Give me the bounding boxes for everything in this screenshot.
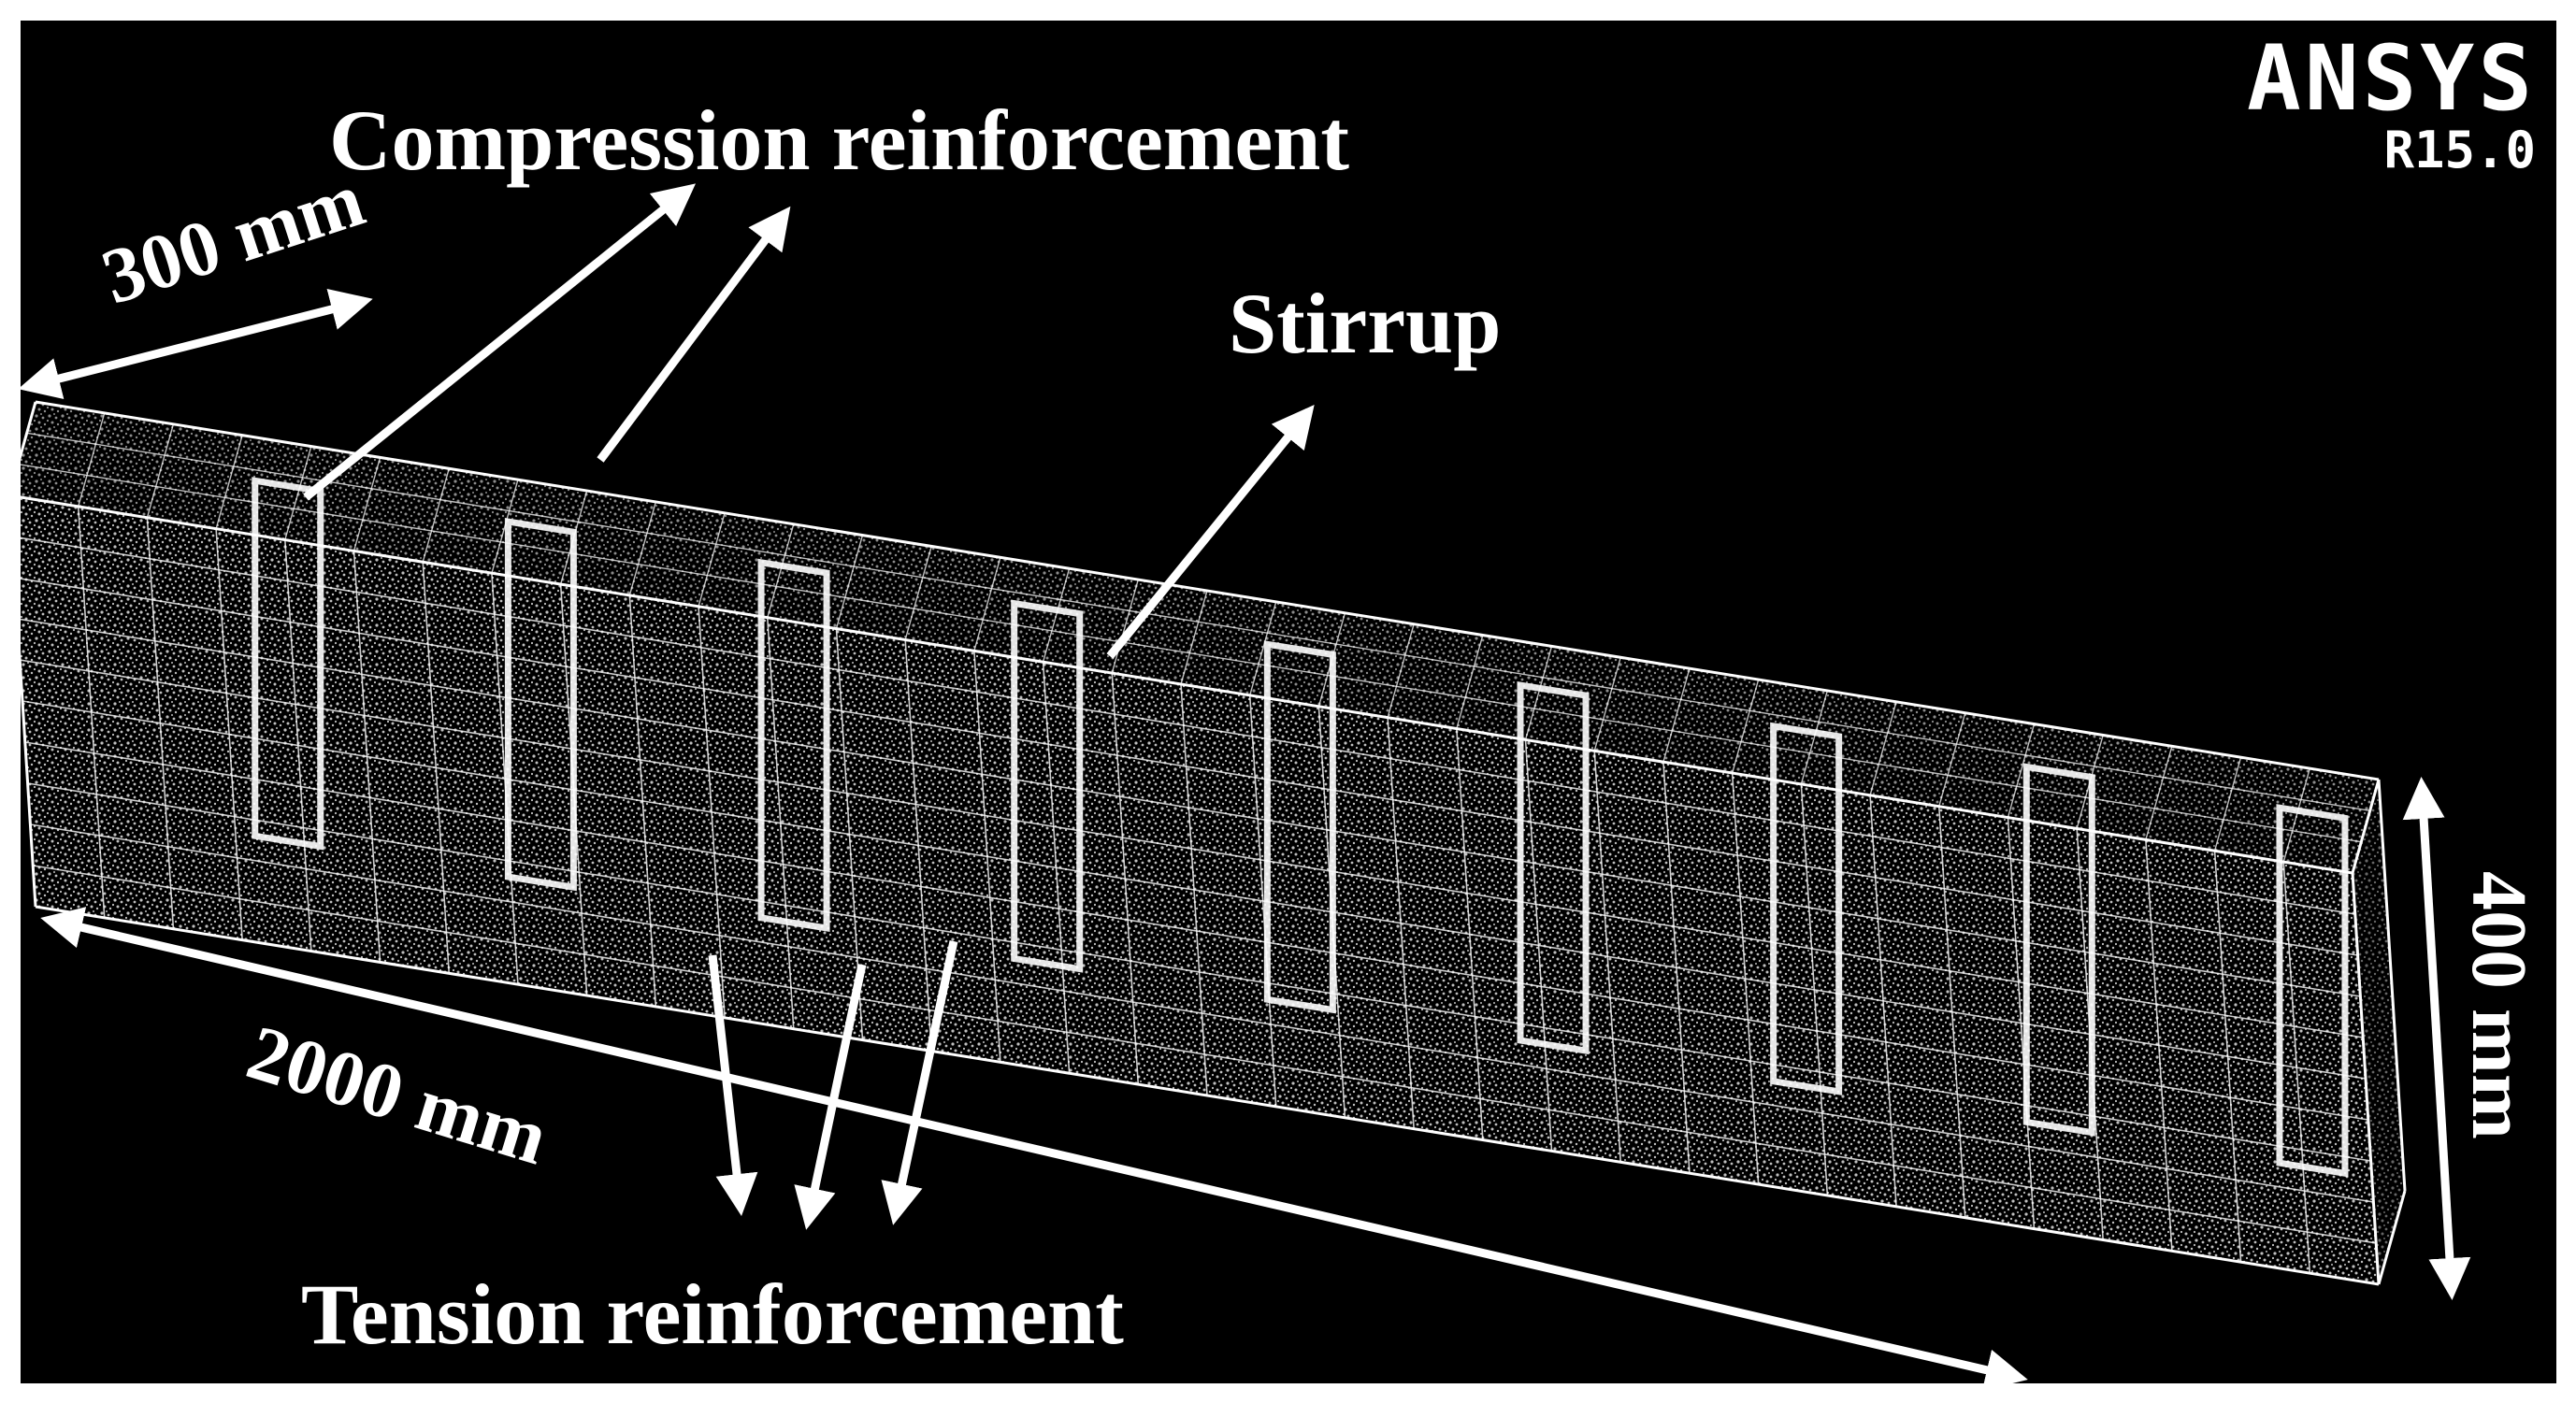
mesh-line (21, 537, 2355, 915)
mesh-line (2007, 723, 2036, 818)
beam-end-face (2353, 780, 2405, 1284)
stirrup-bar (504, 518, 577, 892)
mesh-line (1938, 712, 1966, 807)
stirrup-bar (2276, 804, 2349, 1178)
mesh-line (1456, 635, 1484, 729)
mesh-line (1042, 568, 1071, 663)
mesh-line (1800, 690, 1829, 785)
mesh-line (284, 446, 312, 540)
beam-edge (35, 400, 2380, 781)
mesh-line (215, 435, 243, 529)
mesh-line (1662, 667, 1691, 763)
mesh-line (835, 535, 864, 629)
mesh-line (2145, 746, 2173, 840)
beam-edge (2377, 779, 2407, 1192)
compression-arrow (597, 206, 791, 463)
height-dimension-label: 400 mm (2455, 871, 2542, 1139)
mesh-line (146, 423, 175, 518)
mesh-line (21, 464, 2362, 843)
annotation-arrows (21, 183, 2471, 1383)
beam-top-face (21, 402, 2379, 873)
beam-edge (21, 495, 2353, 875)
mesh-line (1387, 623, 1415, 718)
stirrup-arrow (1106, 405, 1315, 659)
mesh-line (21, 578, 2358, 956)
ansys-logo-name: ANSYS (2247, 26, 2536, 131)
stirrup-bar (252, 477, 324, 851)
width-dimension-arrow (21, 289, 373, 399)
beam-edge (21, 649, 37, 908)
mesh-line (2282, 767, 2310, 863)
mesh-line (78, 412, 106, 508)
beam-edge (2351, 872, 2381, 1285)
beam-edge (2377, 1190, 2407, 1285)
ansys-viewport: ANSYS R15.0 Compression reinforcement St… (21, 21, 2556, 1383)
mesh-line (904, 546, 932, 640)
mesh-line (698, 512, 726, 608)
length-dimension-arrow (40, 907, 2028, 1383)
mesh-line (353, 457, 381, 551)
height-dimension-arrow (2402, 777, 2471, 1300)
beam-edge (2351, 779, 2381, 874)
mesh-line (628, 501, 657, 596)
mesh-line (1869, 701, 1897, 796)
stirrup-label: Stirrup (1229, 276, 1502, 371)
ansys-logo-version: R15.0 (2383, 121, 2536, 179)
mesh-line (1524, 646, 1553, 740)
mesh-line (26, 432, 2370, 812)
compression-reinforcement-label: Compression reinforcement (329, 93, 1350, 188)
compression-arrow (303, 183, 697, 501)
mesh-line (1249, 601, 1277, 696)
tension-reinforcement-label: Tension reinforcement (301, 1267, 1124, 1362)
mesh-line (1180, 590, 1208, 685)
mesh-line (2213, 757, 2242, 852)
mesh-line (767, 523, 795, 618)
mesh-line (1731, 679, 1760, 774)
mesh-line (973, 557, 1001, 651)
beam-edge (21, 401, 37, 461)
mesh-line (1111, 579, 1139, 674)
mesh-line (422, 468, 450, 563)
ansys-logo: ANSYS R15.0 (2247, 34, 2536, 176)
mesh-line (1593, 657, 1621, 752)
beam-model-drawing (21, 183, 2471, 1383)
